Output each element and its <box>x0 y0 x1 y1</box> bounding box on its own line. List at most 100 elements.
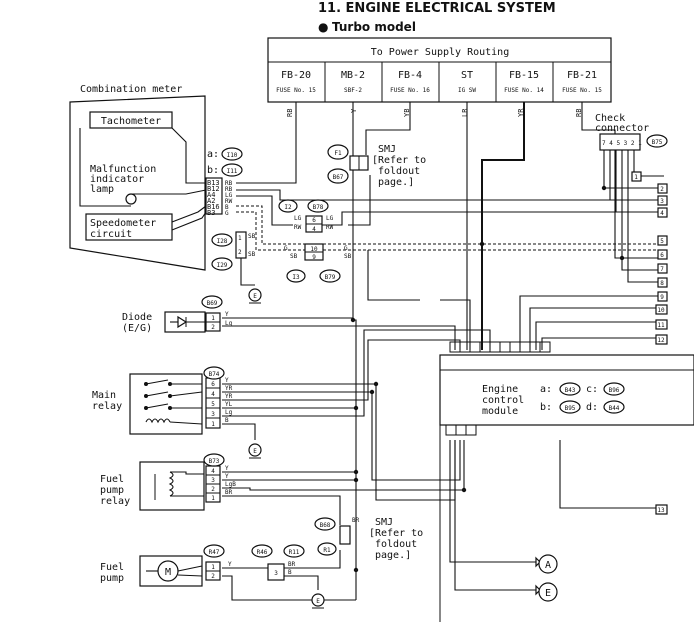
fuse-name: FB-20 <box>281 70 311 81</box>
terminal-number: 8 <box>660 280 664 287</box>
malfunction-label: lamp <box>90 184 114 195</box>
wire-label: G <box>284 245 288 252</box>
svg-text:E: E <box>253 293 257 300</box>
connector-id: B69 <box>207 300 218 307</box>
reference-e-icon <box>538 582 558 602</box>
fuse-name: FB-15 <box>509 70 539 81</box>
terminal-number: 12 <box>657 337 665 344</box>
fuse-name: MB-2 <box>341 70 365 81</box>
pin: 3 <box>211 477 215 484</box>
smj-note: [Refer to <box>372 155 426 166</box>
section-title: 11. ENGINE ELECTRICAL SYSTEM <box>318 1 556 16</box>
check-connector-label: connector <box>595 123 649 134</box>
fuel-pump-relay-label: Fuel <box>100 474 124 485</box>
connector-id: I29 <box>217 262 228 269</box>
wire-label: BR <box>225 489 233 496</box>
smj-note: foldout <box>375 539 417 550</box>
wire-label: G <box>344 245 348 252</box>
fuse-number: SBF-2 <box>344 87 362 94</box>
diode-label: Diode <box>122 312 152 323</box>
pin: 1 <box>211 564 215 571</box>
connector-id: B74 <box>209 371 220 378</box>
connector-id: F1 <box>334 150 342 157</box>
terminal-number: 3 <box>660 198 664 205</box>
terminal-number: 11 <box>657 322 665 329</box>
connector-id: I11 <box>227 168 238 175</box>
pin: 10 <box>310 246 318 253</box>
fuse-number: FUSE No. 14 <box>504 87 544 94</box>
meter-pin: B16 <box>207 203 220 211</box>
terminal-number: 13 <box>657 507 665 514</box>
pin: 3 <box>274 570 278 577</box>
connector-id: B79 <box>325 274 336 281</box>
motor-icon: M <box>139 555 203 587</box>
connector-id: I28 <box>217 238 228 245</box>
connector-id: R11 <box>289 549 300 556</box>
wire-label: Lg <box>225 409 233 416</box>
smj-note: foldout <box>378 166 420 177</box>
fuse-name: ST <box>461 70 473 81</box>
wire-label: B <box>288 569 292 576</box>
meter-pin: B3 <box>207 209 215 217</box>
pin: 9 <box>312 254 316 261</box>
ground-icon: E <box>248 288 262 304</box>
meter-connector: B13 B12 A4 A2 B16 B3 RB RB LG RW B G <box>205 177 233 217</box>
ecm-top-pins <box>449 341 551 353</box>
check-connector-label: Check <box>595 113 625 124</box>
terminal-number: 9 <box>660 294 664 301</box>
main-relay-label: relay <box>92 401 122 412</box>
power-supply-title: To Power Supply Routing <box>371 47 509 58</box>
wire-label: RW <box>294 224 302 231</box>
reference-label: E <box>545 588 551 599</box>
wire-label: SB <box>290 253 298 260</box>
svg-text:M: M <box>165 567 171 578</box>
malfunction-label: indicator <box>90 174 144 185</box>
wire-label: Y <box>225 465 229 472</box>
wire-label: LG <box>326 215 334 222</box>
meter-pin: A2 <box>207 197 215 205</box>
connector-id: B44 <box>609 405 620 412</box>
ecm-connector-label: d: <box>586 402 598 413</box>
terminal-number: 1 <box>634 174 638 181</box>
connector-id: I10 <box>227 152 238 159</box>
ecm-label: Engine <box>482 384 518 395</box>
main-relay-icon <box>129 373 203 435</box>
pin: 2 <box>211 324 215 331</box>
ground-icon: E <box>248 443 262 459</box>
connector-id: B43 <box>565 387 576 394</box>
connector-id: B78 <box>313 204 324 211</box>
diode-label: (E/G) <box>122 323 152 334</box>
connector-id: B73 <box>209 458 220 465</box>
connector-id: R46 <box>257 549 268 556</box>
smj-note: SMJ <box>375 517 393 528</box>
connector-id: I2 <box>284 204 292 211</box>
main-relay-label: Main <box>92 390 116 401</box>
pin: 6 <box>211 381 215 388</box>
reference-a-icon <box>538 554 558 574</box>
connector-a-label: a: <box>207 149 219 160</box>
wire-label: Y <box>225 473 229 480</box>
pin: 1 <box>238 235 242 242</box>
wire-label: YL <box>225 401 233 408</box>
wire-label: SB <box>248 251 256 258</box>
engine-control-module: Engine control module a: B43 c: B96 b: B… <box>439 354 694 622</box>
connector-b-label: b: <box>207 165 219 176</box>
wire-label: SB <box>344 253 352 260</box>
wire-label: RB <box>575 109 583 117</box>
wire-label: RB <box>286 109 294 117</box>
junction-dots <box>350 185 625 573</box>
r46-connector <box>267 563 285 581</box>
terminal-number: 10 <box>657 307 665 314</box>
ground-icon: E <box>311 593 325 609</box>
wire-label: RB <box>225 180 233 187</box>
connector-id: B95 <box>565 405 576 412</box>
wire-label: RW <box>225 198 233 205</box>
svg-text:E: E <box>253 448 257 455</box>
check-connector <box>599 133 641 151</box>
pin: 3 <box>211 411 215 418</box>
fuse-number: FUSE No. 15 <box>276 87 316 94</box>
wire-label: YR <box>517 108 525 117</box>
fuse-number: FUSE No. 16 <box>390 87 430 94</box>
fuse-number: IG SW <box>458 87 476 94</box>
wire-label: LgB <box>225 481 236 488</box>
